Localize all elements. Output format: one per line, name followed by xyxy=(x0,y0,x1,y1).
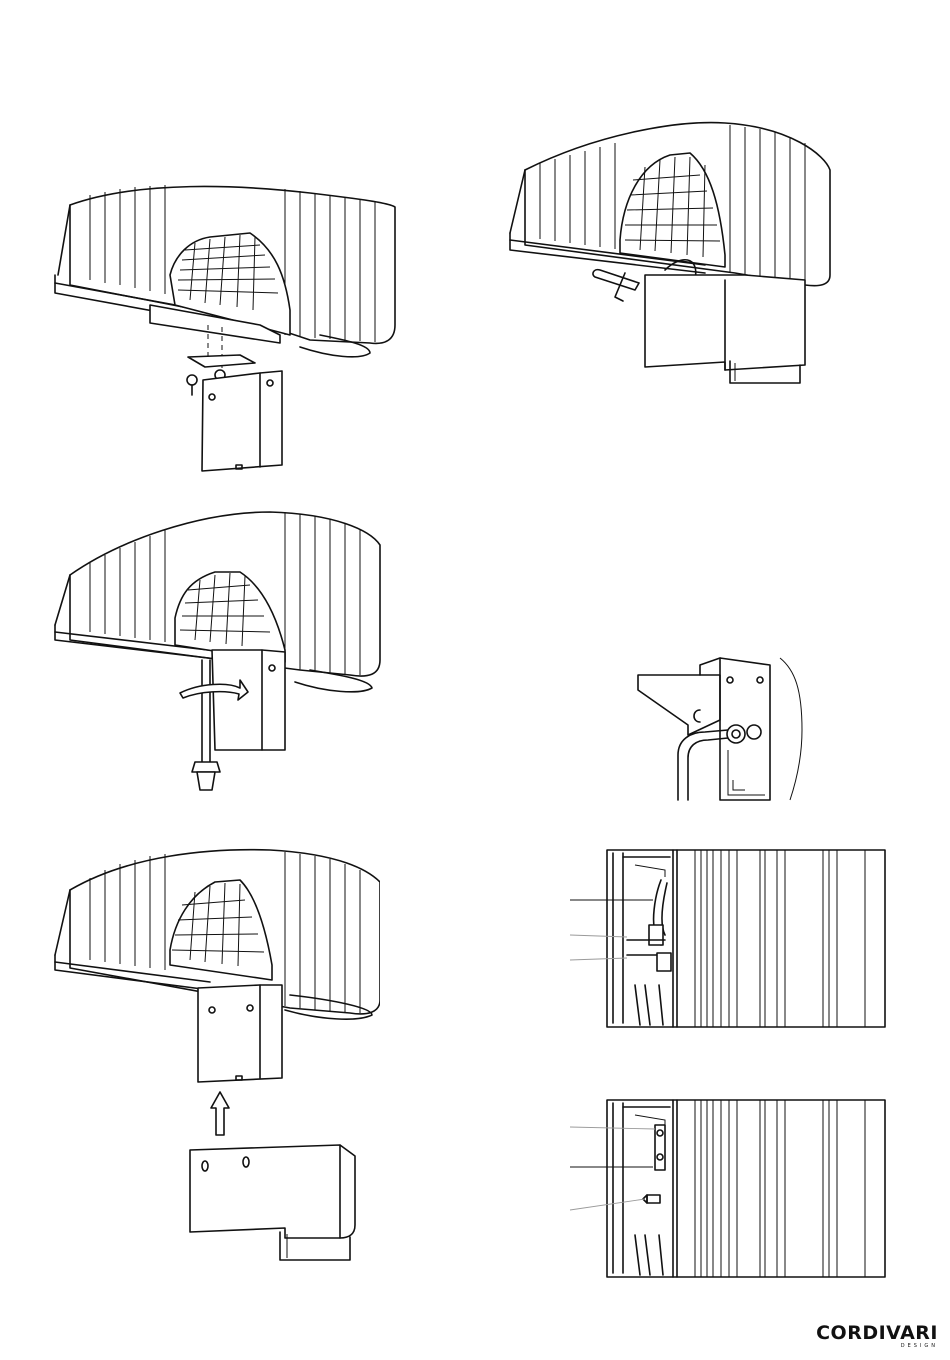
brand-logo: CORDIVARI DESIGN xyxy=(816,1324,938,1350)
cover-insert-drawing xyxy=(50,840,380,1270)
radiator-rotate-connection-drawing xyxy=(50,500,385,800)
radiator-bracket-screws-drawing xyxy=(50,175,400,480)
brand-tagline: DESIGN xyxy=(816,1343,938,1350)
figure-step-3 xyxy=(50,500,385,800)
figure-step-7 xyxy=(565,1095,890,1280)
figure-step-4 xyxy=(630,650,810,805)
radiator-unit-mounted-drawing xyxy=(505,115,840,385)
section-view-2-drawing xyxy=(565,1095,890,1280)
figure-step-6 xyxy=(565,845,890,1030)
figure-step-2 xyxy=(505,115,840,385)
brand-name: CORDIVARI xyxy=(816,1324,938,1343)
figure-step-5 xyxy=(50,840,380,1270)
connection-detail-drawing xyxy=(630,650,810,805)
figure-step-1 xyxy=(50,175,400,480)
section-view-1-drawing xyxy=(565,845,890,1030)
